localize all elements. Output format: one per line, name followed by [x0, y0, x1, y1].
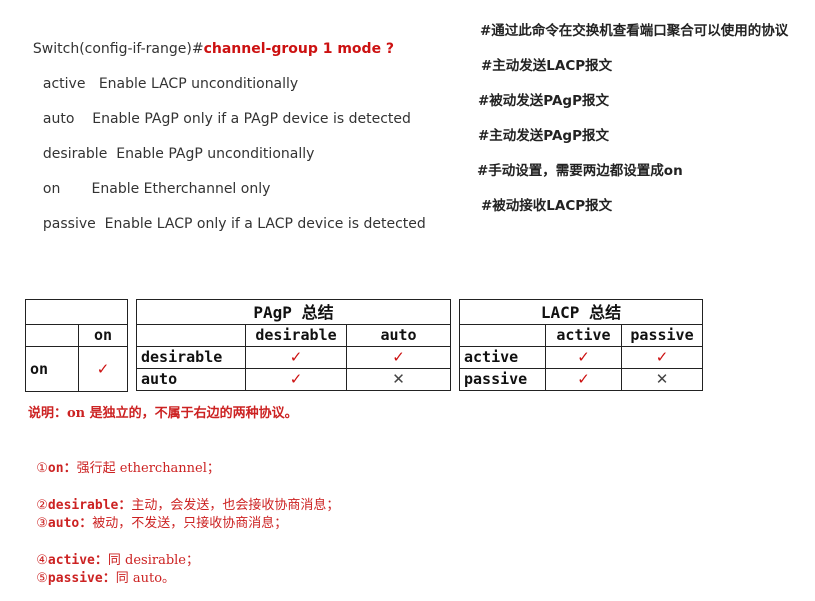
- row-header: auto: [136, 368, 246, 391]
- table-title: PAgP 总结: [136, 299, 451, 325]
- mode-keyword: passive: [42, 216, 96, 232]
- table-title: LACP 总结: [459, 299, 703, 325]
- note-marker: ④: [36, 553, 48, 568]
- mode-description: Enable LACP unconditionally: [98, 76, 299, 92]
- note-keyword: active：: [47, 553, 108, 568]
- command-line: Switch(config-if-range)#channel-group 1 …: [24, 22, 394, 58]
- mode-keyword: on: [42, 181, 61, 197]
- command-input: channel-group 1 mode ?: [203, 41, 395, 57]
- note-keyword: passive：: [47, 571, 116, 586]
- note-marker: ①: [36, 461, 48, 476]
- on-summary-table: on on ✓: [25, 299, 128, 392]
- col-header: desirable: [245, 324, 347, 347]
- mode-description: Enable Etherchannel only: [91, 181, 271, 197]
- check-icon: ✓: [245, 346, 347, 369]
- col-header: auto: [346, 324, 451, 347]
- mode-keyword: active: [42, 76, 86, 92]
- table-corner: [459, 324, 546, 347]
- col-header: active: [545, 324, 622, 347]
- mode-line-auto: auto Enable PAgP only if a PAgP device i…: [34, 92, 411, 128]
- check-icon: ✓: [545, 346, 622, 369]
- note-item-desirable: ②desirable：主动，会发送，也会接收协商消息；: [28, 479, 339, 515]
- mode-comment: #被动接收LACP报文: [481, 198, 613, 214]
- note-text: 同 auto。: [115, 571, 176, 586]
- check-icon: ✓: [346, 346, 451, 369]
- row-header: passive: [459, 368, 546, 391]
- check-icon: ✓: [621, 346, 703, 369]
- note-text: 主动，会发送，也会接收协商消息；: [131, 498, 340, 513]
- row-header: desirable: [136, 346, 246, 369]
- note-keyword: on：: [47, 461, 77, 476]
- mode-keyword: desirable: [42, 146, 108, 162]
- notes-summary: 说明：on 是独立的，不属于右边的两种协议。: [28, 406, 298, 421]
- row-header: active: [459, 346, 546, 369]
- note-item-auto: ③auto：被动，不发送，只接收协商消息；: [28, 497, 287, 533]
- table-corner: [25, 324, 79, 347]
- mode-keyword: auto: [42, 111, 75, 127]
- mode-line-desirable: desirable Enable PAgP unconditionally: [34, 127, 315, 163]
- check-icon: ✓: [545, 368, 622, 391]
- cross-icon: ✕: [346, 368, 451, 391]
- mode-line-active: active Enable LACP unconditionally: [34, 57, 298, 93]
- note-keyword: auto：: [47, 516, 93, 531]
- note-item-passive: ⑤passive：同 auto。: [28, 552, 175, 588]
- mode-line-passive: passive Enable LACP only if a LACP devic…: [34, 197, 426, 233]
- check-icon: ✓: [78, 346, 128, 392]
- note-item-on: ①on：强行起 etherchannel；: [28, 442, 220, 478]
- mode-description: Enable LACP only if a LACP device is det…: [104, 216, 426, 232]
- note-item-active: ④active：同 desirable；: [28, 534, 199, 570]
- mode-comment: #主动发送LACP报文: [481, 58, 613, 74]
- mode-comment: #手动设置，需要两边都设置成on: [477, 163, 683, 179]
- command-comment: #通过此命令在交换机查看端口聚合可以使用的协议: [480, 23, 789, 39]
- note-keyword: desirable：: [47, 498, 132, 513]
- mode-description: Enable PAgP only if a PAgP device is det…: [92, 111, 411, 127]
- note-marker: ⑤: [36, 571, 48, 586]
- lacp-summary-table: LACP 总结 active passive active ✓ ✓ passiv…: [459, 299, 703, 391]
- row-header: on: [25, 346, 79, 392]
- mode-description: Enable PAgP unconditionally: [116, 146, 315, 162]
- note-marker: ③: [36, 516, 48, 531]
- mode-comment: #被动发送PAgP报文: [478, 93, 609, 109]
- note-marker: ②: [36, 498, 48, 513]
- cross-icon: ✕: [621, 368, 703, 391]
- check-icon: ✓: [245, 368, 347, 391]
- mode-line-on: on Enable Etherchannel only: [34, 162, 270, 198]
- col-header: passive: [621, 324, 703, 347]
- note-text: 被动，不发送，只接收协商消息；: [92, 516, 288, 531]
- col-header: on: [78, 324, 128, 347]
- command-prompt: Switch(config-if-range)#: [32, 41, 204, 57]
- mode-comment: #主动发送PAgP报文: [478, 128, 609, 144]
- table-title: [25, 299, 128, 325]
- note-text: 强行起 etherchannel；: [76, 461, 220, 476]
- pagp-summary-table: PAgP 总结 desirable auto desirable ✓ ✓ aut…: [136, 299, 451, 391]
- note-text: 同 desirable；: [107, 553, 200, 568]
- table-corner: [136, 324, 246, 347]
